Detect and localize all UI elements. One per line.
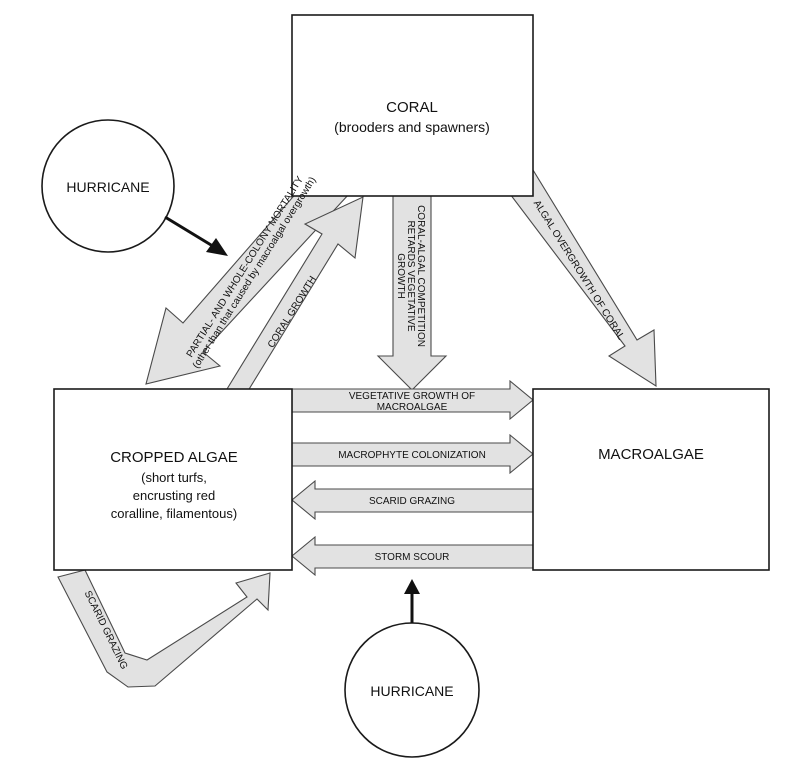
storm-scour-label: STORM SCOUR <box>375 552 450 563</box>
scarid-grazing-label: SCARID GRAZING <box>369 496 455 507</box>
cropped-algae-line-2: (short turfs, <box>141 470 207 485</box>
coral-subtitle: (brooders and spawners) <box>334 119 490 135</box>
macroalgae-title: MACROALGAE <box>598 446 704 463</box>
hurricane-impact-arrowhead-top <box>206 238 228 256</box>
macrophyte-colonization-arrow <box>291 433 534 475</box>
competition-label-1: CORAL-ALGAL COMPETITION <box>415 205 426 347</box>
scarid-grazing-arrow <box>291 479 534 521</box>
hurricane-bottom-label: HURRICANE <box>370 683 453 699</box>
storm-scour-arrow <box>291 535 534 577</box>
mortality-label-1: PARTIAL- AND WHOLE-COLONY MORTALITY <box>185 174 306 359</box>
cropped-algae-box <box>53 388 293 571</box>
competition-arrow <box>376 195 448 391</box>
vegetative-growth-arrow <box>291 379 534 421</box>
macrophyte-colonization-label: MACROPHYTE COLONIZATION <box>338 450 486 461</box>
coral-title: CORAL <box>386 99 438 116</box>
cropped-algae-line-3: encrusting red <box>133 488 215 503</box>
competition-label-2: RETARDS VEGETATIVE <box>405 220 416 331</box>
coral-box <box>291 14 534 197</box>
hurricane-top-label: HURRICANE <box>66 179 149 195</box>
algal-overgrowth-label: ALGAL OVERGROWTH OF CORAL <box>531 198 627 342</box>
cropped-algae-line-4: coralline, filamentous) <box>111 506 237 521</box>
cropped-algae-title: CROPPED ALGAE <box>110 449 238 466</box>
hurricane-top-circle <box>41 119 175 253</box>
vegetative-growth-label-1: VEGETATIVE GROWTH OF <box>349 391 475 402</box>
macroalgae-box <box>532 388 770 571</box>
vegetative-growth-label-2: MACROALGAE <box>377 402 448 413</box>
competition-label-3: GROWTH <box>395 253 406 299</box>
algal-overgrowth-arrow <box>503 169 657 388</box>
coral-growth-arrow <box>226 196 364 400</box>
hurricane-impact-arrow-top <box>164 215 217 250</box>
scarid-grazing-loop-arrow <box>57 569 271 688</box>
hurricane-impact-arrowhead-bottom <box>404 579 420 594</box>
